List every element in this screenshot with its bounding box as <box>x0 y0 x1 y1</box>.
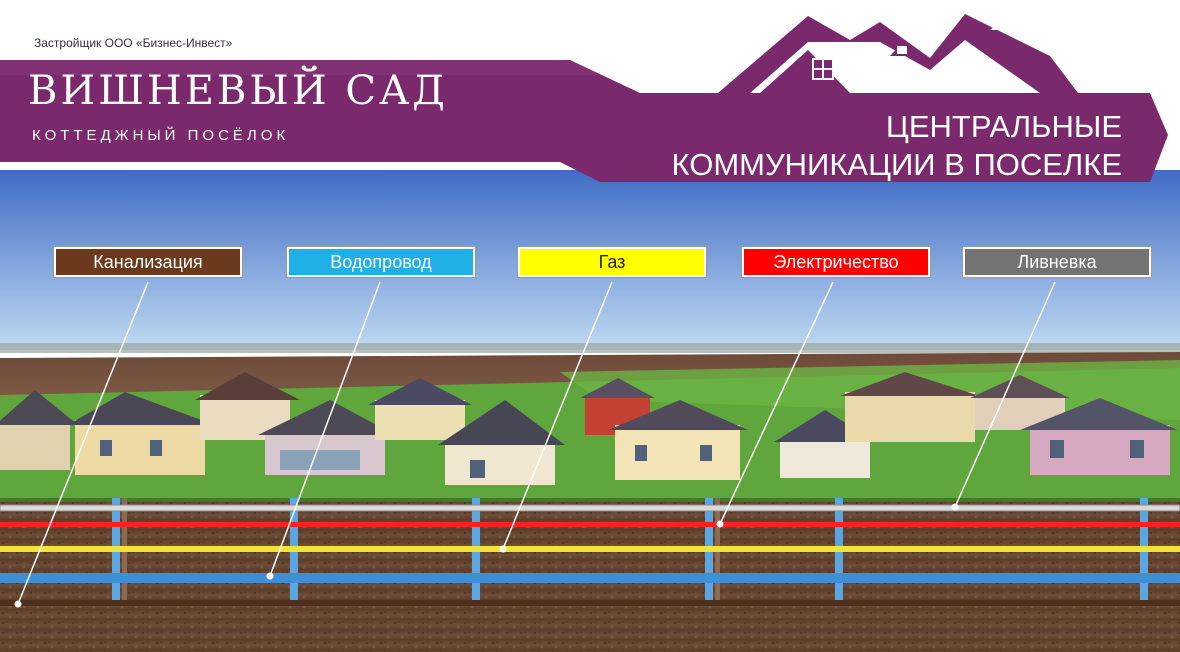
leader-lines <box>17 281 1056 605</box>
tag-stormwater: Ливневка <box>962 246 1152 278</box>
headline-line-1: ЦЕНТРАЛЬНЫЕ <box>885 109 1122 144</box>
tag-gas: Газ <box>517 246 707 278</box>
headline-line-2: КОММУНИКАЦИИ В ПОСЕЛКЕ <box>671 147 1123 182</box>
leader-dots <box>14 503 959 608</box>
brand-subtitle: КОТТЕДЖНЫЙ ПОСЁЛОК <box>32 127 290 144</box>
water-pipe <box>0 573 1180 583</box>
electric-pipe <box>0 522 1180 527</box>
headline: ЦЕНТРАЛЬНЫЕ КОММУНИКАЦИИ В ПОСЕЛКЕ <box>672 108 1123 184</box>
developer-label: Застройщик ООО «Бизнес-Инвест» <box>34 36 233 50</box>
houses <box>0 372 1178 485</box>
pipes <box>0 504 1180 606</box>
banner <box>0 60 1168 182</box>
tag-sewer: Канализация <box>53 246 243 278</box>
stormwater-pipe <box>0 504 1180 512</box>
tag-water: Водопровод <box>286 246 476 278</box>
sewer-pipe <box>0 600 1180 606</box>
roof-logo <box>718 14 1078 93</box>
gas-pipe <box>0 546 1180 552</box>
tag-electricity: Электричество <box>741 246 931 278</box>
brand-title: ВИШНЕВЫЙ САД <box>28 68 448 114</box>
